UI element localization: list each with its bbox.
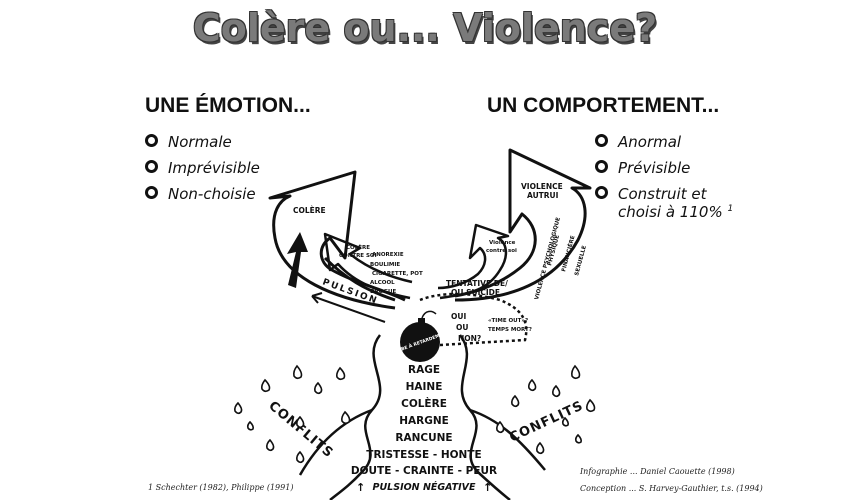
drop-icon [586,398,596,413]
ou-label: OU [456,323,468,332]
list-item-label: Non-choisie [168,185,256,203]
drop-icon [296,415,305,429]
self-harm-item: ANOREXIE [372,252,404,258]
emotion-item: DOUTE - CRAINTE - PEUR [351,465,497,477]
colere-contre-soi-line2: CONTRE SOI [339,253,377,259]
pulsion-arrow-icon [311,292,386,323]
drop-icon [574,433,582,444]
time-out-line2: TEMPS MORT? [488,327,532,333]
drop-icon [341,410,351,425]
left-heading: UNE ÉMOTION... [145,94,311,117]
self-harm-item: DROGUE [370,289,396,295]
left-arrow [268,170,406,310]
drop-icon [571,364,581,380]
drop-icon [552,384,561,398]
list-item: Anormal [595,133,733,151]
tentative-line1: TENTATIVE DE/ [446,279,508,288]
self-harm-item: ALCOOL [370,280,395,286]
drop-icon [261,378,271,393]
item-line-1: Construit et [618,185,707,203]
list-item-label: Normale [168,133,232,151]
tentative-line2: OU SUICIDE [451,288,500,297]
emotion-item: RANCUNE [395,432,452,444]
conflits-right-label: CONFLITS [507,398,586,445]
drop-icon [234,401,243,415]
drop-icons [234,364,596,464]
bomb-icon: BOMBE À RETARDEMENT [389,310,451,362]
credit-infographie: Infographie ... Daniel Caouette (1998) [580,467,735,476]
time-out-line1: «TIME OUT»? [488,318,528,324]
circle-bullet-icon [595,134,608,147]
right-heading: UN COMPORTEMENT... [487,94,720,117]
emotion-item: RAGE [408,364,440,376]
list-item-label: Prévisible [618,159,691,177]
violence-contre-soi-line2: contre soi [486,248,517,254]
drop-icon [296,450,305,464]
drop-icon [314,381,323,395]
credit-conception: Conception ... S. Harvey-Gauthier, t.s. … [580,484,763,493]
right-arrow [454,148,592,302]
list-item: Normale [145,133,260,151]
violence-autrui-line1: VIOLENCE [521,182,563,191]
drop-icon [536,441,545,455]
circle-bullet-icon [145,186,158,199]
drop-icon [246,420,254,431]
self-harm-item: BOULIMIE [370,262,400,268]
footnote-mark: 1 [727,204,734,214]
emotion-item: COLÈRE [401,397,447,410]
list-item: Non-choisie [145,185,260,203]
inner-right-arrow [437,223,510,300]
violence-type: FINANCIÈRE [559,234,576,272]
dotted-line [419,292,528,347]
list-item-label: Imprévisible [168,159,260,177]
emotion-list: Normale Imprévisible Non-choisie [145,133,260,211]
drop-icon [266,438,275,452]
violence-autrui-line2: AUTRUI [527,191,559,200]
emotion-item: HARGNE [399,415,449,427]
drop-icon [293,364,303,380]
item-line-2: choisi à 110% [618,203,723,221]
up-arrow-icon: ↑ [356,481,365,494]
circle-bullet-icon [595,160,608,173]
emotion-item: TRISTESSE - HONTE [366,449,481,461]
list-item: Imprévisible [145,159,260,177]
big-up-arrow-icon [287,232,308,288]
oui-label: OUI [451,312,466,321]
colere-contre-soi-line1: COLÈRE [346,243,370,251]
violence-contre-soi-line1: Violence [489,240,516,246]
circle-bullet-icon [595,186,608,199]
list-item: Prévisible [595,159,733,177]
up-arrow-icon: ↑ [483,481,492,494]
non-label: NON? [458,334,481,343]
page-title: Colère ou... Violence? [192,6,658,50]
drop-icon [511,394,520,408]
drop-icon [528,378,537,392]
trunk [298,334,546,500]
drop-icon [496,420,505,434]
inner-left-arrow [323,232,413,300]
drop-icon [561,416,569,427]
pulsion-negative-label: PULSION NÉGATIVE [373,481,476,493]
list-item-label: Anormal [618,133,682,151]
colere-label: COLÈRE [293,206,326,215]
drop-icon [336,366,346,381]
footnote-reference: 1 Schechter (1982), Philippe (1991) [148,483,294,492]
circle-bullet-icon [145,134,158,147]
self-harm-item: CIGARETTE, POT [372,271,423,277]
emotion-item: HAINE [406,381,443,393]
violence-type: SEXUELLE [574,245,588,277]
circle-bullet-icon [145,160,158,173]
